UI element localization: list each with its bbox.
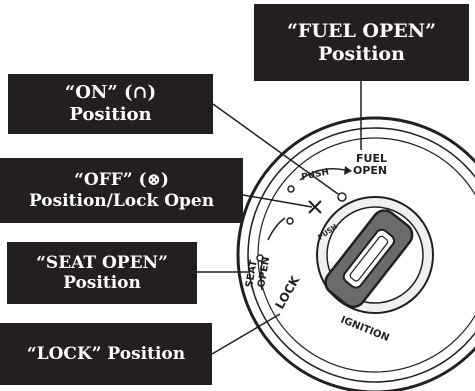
seat-open-title: “SEAT OPEN” <box>36 252 168 273</box>
fuel-open-label-box: “FUEL OPEN” Position <box>254 4 469 81</box>
lock-title: “LOCK” Position <box>26 343 186 364</box>
on-position-mark <box>337 192 347 202</box>
dial-seatopen-label: OPEN <box>256 256 272 288</box>
on-label-box: “ON” (∩) Position <box>8 74 213 134</box>
key-slot-inner <box>349 235 389 282</box>
fuel-open-title: “FUEL OPEN” <box>286 19 437 42</box>
dial-seat-label: SEAT <box>244 259 260 288</box>
leader-line-off <box>242 194 313 208</box>
off-position: Position/Lock Open <box>28 190 215 211</box>
dial-fuel-label: FUEL <box>356 152 387 165</box>
dial-open-label: OPEN <box>353 164 387 177</box>
off-label-box: “OFF” (⊗) Position/Lock Open <box>0 158 243 223</box>
push-arrow-head <box>344 166 352 175</box>
leader-line-on <box>212 103 339 195</box>
seat-open-label-box: “SEAT OPEN” Position <box>7 242 197 304</box>
push-arc-arrow <box>299 168 346 181</box>
middle-ring <box>247 127 475 383</box>
on-position: Position <box>69 104 152 125</box>
fuel-open-position: Position <box>318 42 405 65</box>
seat-open-position: Position <box>63 273 141 293</box>
lock-label-box: “LOCK” Position <box>0 323 212 385</box>
on-title: “ON” (∩) <box>64 82 157 104</box>
seat-position-mark <box>256 254 264 262</box>
leader-line-lock <box>211 313 281 355</box>
off-title: “OFF” (⊗) <box>74 170 169 191</box>
off-symbol-icon <box>308 200 322 214</box>
key-slot <box>342 228 396 289</box>
push-position-mark <box>287 185 295 193</box>
off-position-mark <box>286 217 294 225</box>
off-arc-arrow <box>267 217 286 241</box>
seat-arc-arrow <box>260 261 263 291</box>
